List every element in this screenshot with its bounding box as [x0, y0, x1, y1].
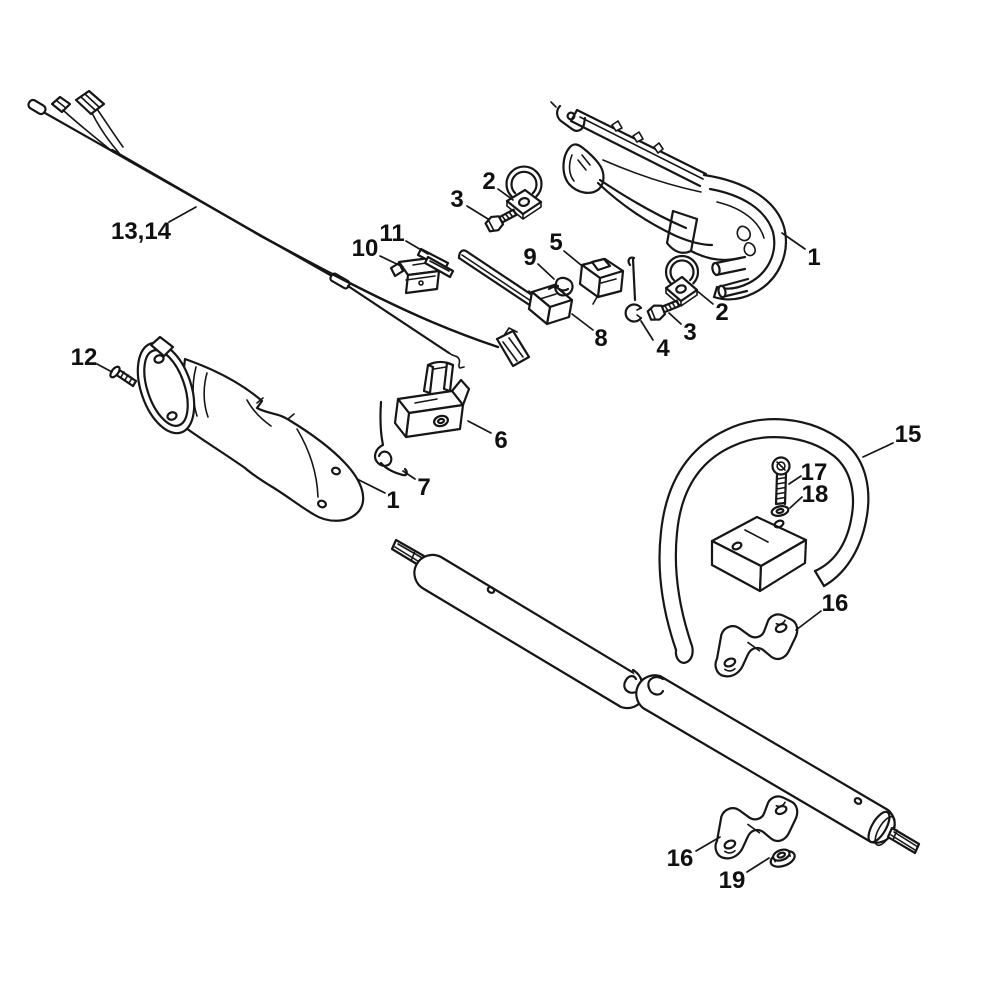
- callout-labels: 13,14 12 1 7 6 11 10 2 3 5 9 8 2 3 4 1 1…: [71, 168, 922, 894]
- part-slide-strips: [416, 247, 455, 279]
- callout-2-upper: 2: [482, 168, 495, 195]
- part-handle-screw: [771, 456, 791, 506]
- callout-3-lower: 3: [683, 319, 696, 346]
- callout-1-lower: 1: [386, 487, 399, 514]
- part-interlock-lever: [457, 249, 574, 326]
- callout-10: 10: [352, 235, 379, 262]
- part-self-tapping-screw: [109, 365, 138, 388]
- part-drive-tube-rear: [635, 674, 921, 855]
- part-switch-shaft: [389, 256, 441, 295]
- callout-3-upper: 3: [450, 186, 463, 213]
- callout-19: 19: [719, 867, 746, 894]
- part-washer: [770, 505, 790, 517]
- part-clamp-upper: [505, 165, 543, 220]
- callout-1-upper: 1: [807, 244, 820, 271]
- callout-6: 6: [494, 427, 507, 454]
- callout-4: 4: [656, 335, 670, 362]
- part-clamp-screw-lower: [646, 299, 681, 321]
- part-torsion-spring: [374, 400, 408, 477]
- part-clamp-lower: [664, 254, 700, 307]
- callout-5: 5: [549, 229, 562, 256]
- callout-12: 12: [71, 344, 98, 371]
- part-flange-nut: [769, 848, 796, 868]
- callout-9: 9: [523, 244, 536, 271]
- part-clamp-bracket-upper: [708, 610, 804, 680]
- part-loop-handle: [658, 418, 870, 664]
- callout-8: 8: [594, 325, 607, 352]
- callout-15: 15: [895, 421, 922, 448]
- part-contact-spring: [547, 276, 574, 297]
- part-clamp-screw-upper: [484, 208, 518, 233]
- callout-2-lower: 2: [715, 299, 728, 326]
- part-throttle-trigger: [393, 360, 471, 439]
- part-handle-housing-lower: [136, 335, 365, 522]
- part-handle-housing-upper: [550, 101, 787, 301]
- part-spring-clip: [624, 256, 643, 323]
- callout-16-upper: 16: [822, 590, 849, 617]
- callout-13-14: 13,14: [111, 218, 172, 245]
- part-stop-switch: [578, 257, 625, 305]
- callout-7: 7: [417, 474, 430, 501]
- part-drive-tube-front: [390, 538, 647, 710]
- callout-18: 18: [802, 481, 829, 508]
- callout-11: 11: [379, 220, 404, 247]
- leader-lines: [96, 188, 894, 873]
- callout-16-lower: 16: [667, 845, 694, 872]
- callout-17: 17: [801, 459, 828, 486]
- part-throttle-cable-wiring-harness: [27, 89, 531, 369]
